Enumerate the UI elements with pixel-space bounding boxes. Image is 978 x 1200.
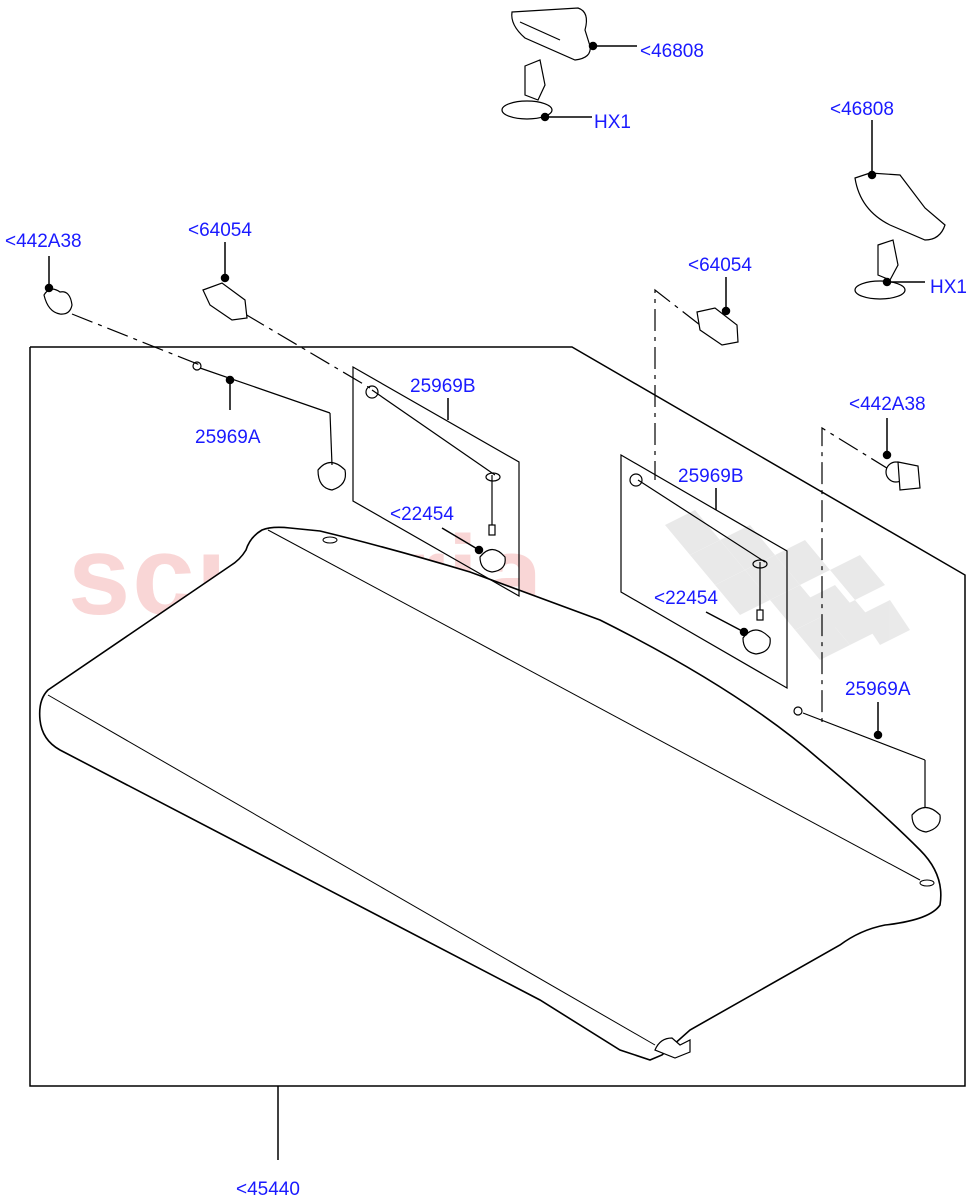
callout-442a38-left[interactable]: <442A38 [5,231,82,252]
callout-leaders [44,41,925,740]
lift-string-left-panel [352,365,520,598]
callout-25969b-left[interactable]: 25969B [410,376,476,397]
lift-string-left [192,361,347,491]
callout-22454-left[interactable]: <22454 [390,504,454,525]
load-compartment-cover [38,526,942,1061]
callout-22454-right[interactable]: <22454 [654,588,718,609]
callout-hx1-right[interactable]: HX1 [930,277,967,298]
callout-25969b-right[interactable]: 25969B [678,466,744,487]
lift-string-right [793,706,941,833]
small-parts [43,7,946,655]
checkered-flag-watermark [665,510,910,660]
assembly-frame [29,346,966,1160]
callout-64054-left[interactable]: <64054 [188,220,252,241]
callout-442a38-right[interactable]: <442A38 [849,394,926,415]
callout-25969a-right[interactable]: 25969A [845,679,911,700]
assembly-axis-lines [71,288,891,722]
callout-25969a-left[interactable]: 25969A [195,427,261,448]
callout-64054-right[interactable]: <64054 [688,255,752,276]
callout-46808-top[interactable]: <46808 [640,41,704,62]
lift-string-right-panel [620,453,788,690]
callout-46808-right[interactable]: <46808 [830,99,894,120]
callout-45440[interactable]: <45440 [236,1179,300,1200]
callout-hx1-top[interactable]: HX1 [594,112,631,133]
